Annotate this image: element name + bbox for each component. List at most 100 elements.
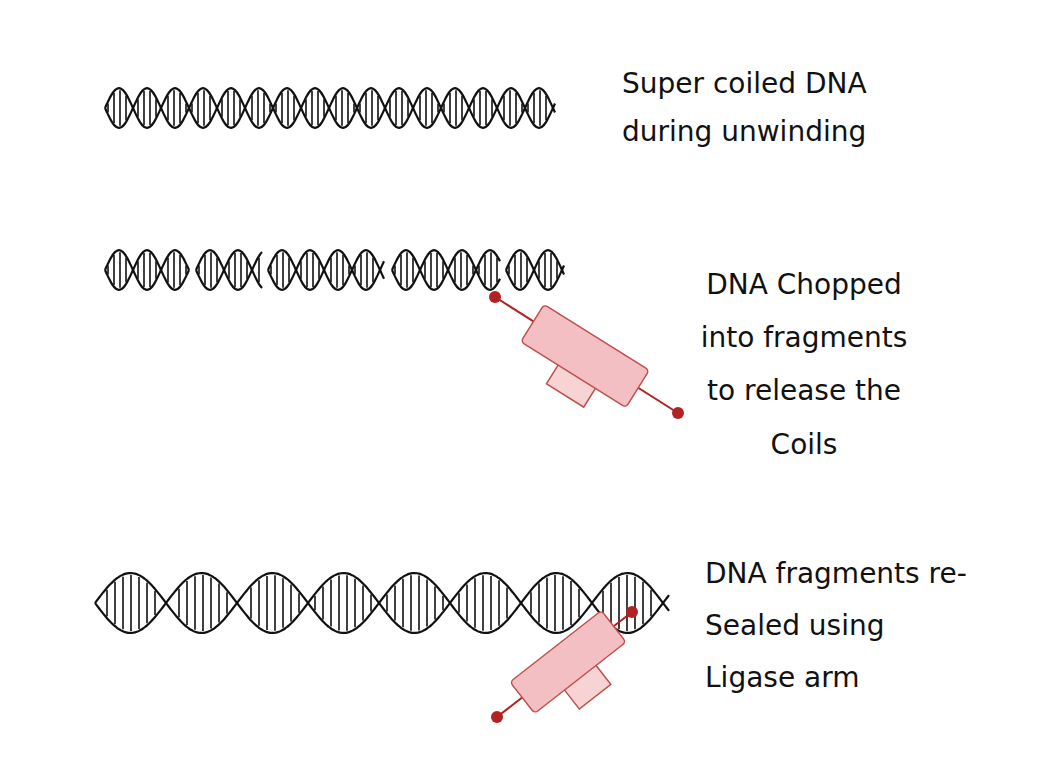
- base-pair: [276, 255, 278, 285]
- base-pair: [498, 580, 500, 626]
- base-pair: [275, 103, 277, 112]
- base-pair: [298, 593, 300, 612]
- base-pair: [167, 96, 169, 120]
- base-pair: [258, 580, 260, 626]
- base-pair: [270, 265, 272, 274]
- base-pair: [578, 589, 580, 618]
- base-pair: [400, 255, 402, 285]
- base-pair: [443, 103, 445, 112]
- base-pair: [204, 255, 206, 285]
- base-pair: [466, 255, 468, 285]
- base-pair: [346, 575, 348, 630]
- base-pair: [348, 265, 350, 274]
- base-pair: [293, 96, 295, 120]
- base-pair: [466, 585, 468, 622]
- base-pair: [185, 265, 187, 274]
- base-pair: [570, 581, 572, 625]
- base-pair: [460, 252, 462, 288]
- base-pair: [419, 96, 421, 120]
- base-pair: [179, 255, 181, 285]
- base-pair: [240, 253, 242, 287]
- base-pair: [317, 91, 319, 125]
- base-pair: [472, 265, 474, 274]
- base-pair: [197, 93, 199, 123]
- base-pair: [167, 258, 169, 282]
- annotation-label: DNA Chopped into fragments to release th…: [690, 258, 918, 471]
- base-pair: [246, 261, 248, 278]
- base-pair: [431, 93, 433, 123]
- base-pair: [354, 579, 356, 627]
- dna-strand: [268, 250, 384, 290]
- base-pair: [353, 103, 355, 112]
- base-pair: [360, 255, 362, 285]
- base-pair: [194, 576, 196, 630]
- dna-strand: [392, 250, 500, 290]
- base-pair: [218, 584, 220, 623]
- base-pair: [311, 91, 313, 125]
- base-pair: [274, 575, 276, 631]
- dna-strand: [392, 250, 500, 290]
- base-pair: [455, 90, 457, 126]
- base-pair: [250, 588, 252, 619]
- base-pair: [269, 103, 271, 112]
- base-pair: [216, 258, 218, 282]
- base-pair: [626, 575, 628, 631]
- base-pair: [454, 258, 456, 282]
- base-pair: [233, 91, 235, 125]
- base-pair: [155, 261, 157, 278]
- base-pair: [530, 592, 532, 614]
- base-pair: [221, 99, 223, 116]
- base-pair: [203, 90, 205, 126]
- base-pair: [146, 583, 148, 624]
- base-pair: [556, 261, 558, 278]
- base-pair: [533, 93, 535, 123]
- base-pair: [173, 252, 175, 288]
- base-pair: [538, 584, 540, 623]
- base-pair: [143, 253, 145, 287]
- base-pair: [154, 591, 156, 615]
- base-pair: [185, 103, 187, 112]
- base-pair: [526, 258, 528, 282]
- base-pair: [602, 591, 604, 615]
- base-pair: [143, 91, 145, 125]
- base-pair: [149, 91, 151, 125]
- base-pair: [515, 93, 517, 123]
- base-pair: [362, 585, 364, 620]
- base-pair: [461, 96, 463, 120]
- base-pair: [137, 99, 139, 116]
- base-pair: [149, 253, 151, 287]
- base-pair: [138, 577, 140, 629]
- base-pair: [113, 93, 115, 123]
- annotation-label: Super coiled DNA during unwinding: [622, 60, 962, 155]
- base-pair: [436, 253, 438, 287]
- base-pair: [479, 91, 481, 125]
- base-pair: [377, 96, 379, 120]
- base-pair: [490, 252, 492, 288]
- base-pair: [514, 255, 516, 285]
- base-pair: [473, 99, 475, 116]
- base-pair: [550, 253, 552, 287]
- base-pair: [354, 265, 356, 274]
- base-pair: [306, 253, 308, 287]
- base-pair: [478, 265, 480, 274]
- base-pair: [191, 103, 193, 112]
- base-pair: [410, 575, 412, 630]
- base-pair: [394, 585, 396, 620]
- base-pair: [538, 261, 540, 278]
- base-pair: [122, 577, 124, 630]
- base-pair: [474, 578, 476, 628]
- base-pair: [347, 93, 349, 123]
- base-pair: [113, 255, 115, 285]
- base-pair: [198, 265, 200, 274]
- base-pair: [210, 252, 212, 288]
- base-pair: [509, 90, 511, 126]
- base-pair: [521, 103, 523, 112]
- base-pair: [290, 585, 292, 622]
- dna-strand: [95, 573, 669, 633]
- base-pair: [281, 93, 283, 123]
- base-pair: [412, 258, 414, 282]
- base-pair: [503, 96, 505, 120]
- base-pair: [178, 589, 180, 618]
- base-pair: [434, 587, 436, 620]
